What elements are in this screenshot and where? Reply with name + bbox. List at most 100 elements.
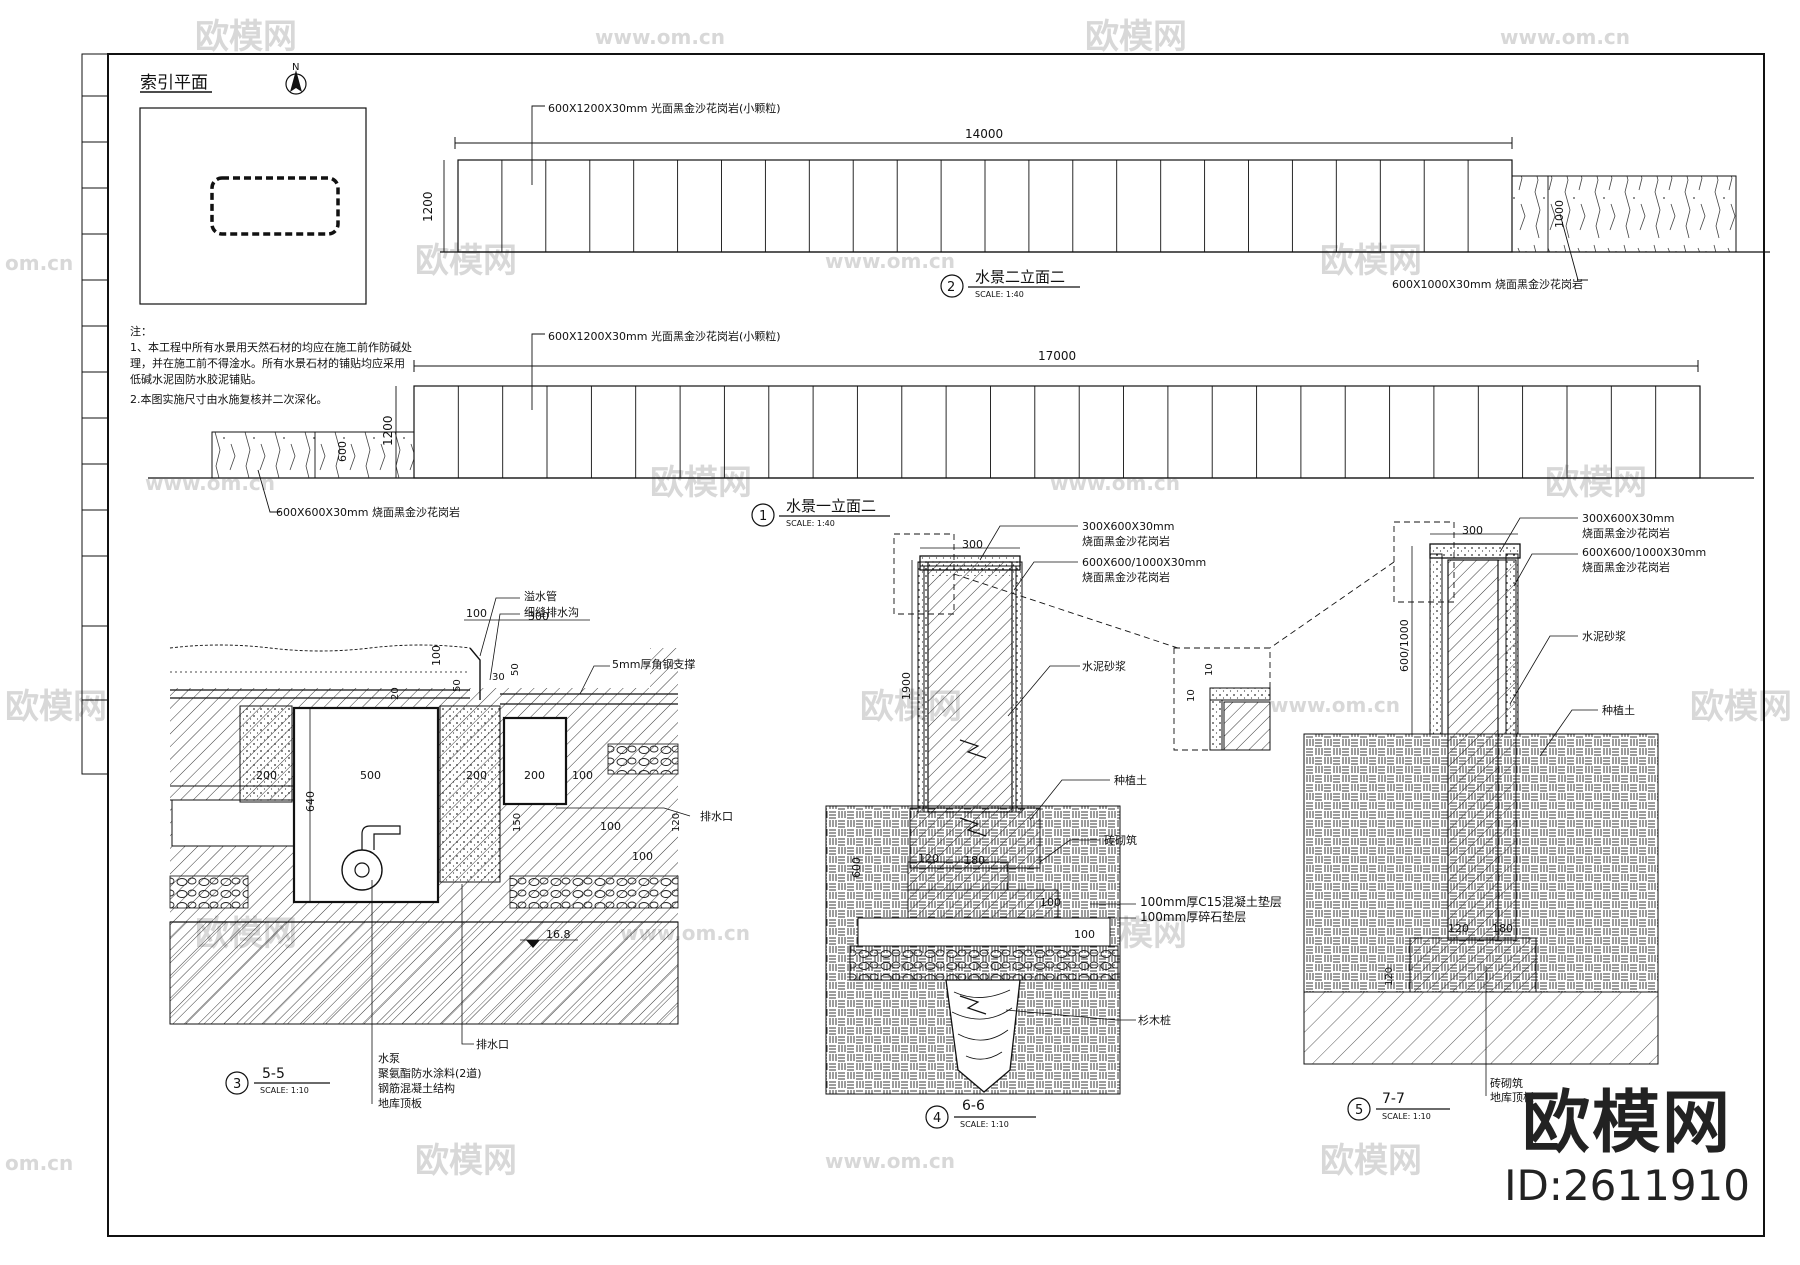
sec77-dim: 120 — [1384, 967, 1395, 986]
sec66-label: 种植土 — [1114, 773, 1147, 787]
north-label: N — [292, 62, 299, 73]
index-plan-title: 索引平面 — [140, 73, 208, 93]
elev1-wall — [413, 385, 1701, 479]
title-strip-cells — [82, 95, 108, 701]
sec66-dim: 100 — [1040, 896, 1061, 909]
sec77-dim: 600/1000 — [1398, 619, 1411, 672]
sec66-label: 100mm厚碎石垫层 — [1140, 909, 1246, 924]
sec55-dim: 300 — [528, 610, 549, 623]
watermark-url: www.om.cn — [1270, 693, 1400, 717]
brand-name: 欧模网 — [1522, 1084, 1733, 1163]
sec77-label: 种植土 — [1602, 703, 1635, 717]
watermark-logo: 欧模网 — [1545, 463, 1647, 503]
watermark-logo: 欧模网 — [415, 241, 517, 281]
elev2-number: 2 — [947, 280, 955, 295]
watermark-logo: 欧模网 — [5, 687, 107, 727]
sec55-label: 钢筋混凝土结构 — [378, 1081, 455, 1095]
elev2-height: 1200 — [421, 191, 435, 222]
brand-mark: 欧模网 ID:2611910 — [1504, 1086, 1750, 1210]
watermark-logo: 欧模网 — [415, 1141, 517, 1181]
sec55-label: 地库顶板 — [378, 1096, 422, 1110]
index-plan-fountain-outline — [210, 176, 340, 236]
sec66-label: 砖砌筑 — [1104, 833, 1137, 847]
sec55-label: 5mm厚角钢支撑 — [612, 657, 695, 671]
elev2-side-callout: 600X1000X30mm 烧面黑金沙花岗岩 — [1392, 277, 1583, 291]
note-line: 低碱水泥固防水胶泥铺贴。 — [130, 372, 262, 386]
notes-head: 注： — [130, 324, 152, 338]
sec66-label: 烧面黑金沙花岗岩 — [1082, 534, 1170, 548]
sec66-dim: 600 — [850, 857, 863, 878]
elev2-side-height: 1000 — [1553, 200, 1566, 228]
sec66-label: 300X600X30mm — [1082, 520, 1175, 533]
sec55-dim: 200 — [256, 769, 277, 782]
sec55-label: 细缝排水沟 — [524, 605, 579, 619]
sec77-label: 烧面黑金沙花岗岩 — [1582, 560, 1670, 574]
sec77-label: 烧面黑金沙花岗岩 — [1582, 526, 1670, 540]
section-7-7: 300 600/1000 120 180 120 300X600X30mm 烧面… — [1269, 512, 1706, 1121]
watermark-url: om.cn — [5, 1151, 73, 1175]
sec77-core — [1447, 559, 1499, 941]
notes-block: 注： 1、本工程中所有水景用天然石材的均应在施工前作防碱处 理，并在施工前不得淦… — [130, 324, 412, 406]
sec77-dim: 300 — [1462, 524, 1483, 537]
sec55-dim: 100 — [600, 820, 621, 833]
elev2-callout: 600X1200X30mm 光面黑金沙花岗岩(小颗粒) — [548, 101, 781, 115]
watermark-url: www.om.cn — [595, 25, 725, 49]
sec55-dim: 120 — [671, 813, 682, 832]
level-marker-icon — [526, 940, 540, 948]
sec66-scale: SCALE: 1:10 — [960, 1120, 1009, 1129]
elev1-side-wall — [211, 431, 415, 479]
sec66-dim: 10 — [1186, 689, 1197, 702]
elev1-side-callout: 600X600X30mm 烧面黑金沙花岗岩 — [276, 505, 460, 519]
sec55-dim: 100 — [572, 769, 593, 782]
sec66-dim: 10 — [1204, 663, 1215, 676]
sec55-elevation: 16.8 — [546, 928, 571, 941]
elevation-2: 14000 1200 1000 600X1200X30mm 光面黑金沙花岗岩(小… — [421, 101, 1770, 299]
sec66-number: 4 — [933, 1111, 941, 1126]
sec77-label: 水泥砂浆 — [1582, 629, 1626, 643]
watermark-logo: 欧模网 — [1690, 687, 1792, 727]
elev1-height: 1200 — [381, 415, 395, 446]
watermark-url: www.om.cn — [1500, 25, 1630, 49]
watermark-url: om.cn — [5, 251, 73, 275]
sec55-dim: 30 — [492, 672, 505, 683]
sec66-label: 100mm厚C15混凝土垫层 — [1140, 894, 1282, 909]
sec55-number: 3 — [233, 1077, 241, 1092]
elev2-title: 水景二立面二 — [975, 268, 1065, 286]
note-line: 理，并在施工前不得淦水。所有水景石材的铺贴均应采用 — [130, 356, 405, 370]
sec66-dim: 100 — [1074, 928, 1095, 941]
watermark-logo: 欧模网 — [1085, 17, 1187, 57]
brand-id: ID:2611910 — [1504, 1161, 1750, 1210]
elev1-title: 水景一立面二 — [786, 497, 876, 515]
sec66-pile — [945, 979, 1021, 1093]
sec55-scale: SCALE: 1:10 — [260, 1086, 309, 1095]
sec55-label: 水泵 — [378, 1052, 400, 1065]
index-plan-frame — [139, 107, 367, 305]
sec55-label: 聚氨酯防水涂料(2道) — [378, 1066, 482, 1080]
sec55-title: 5-5 — [262, 1066, 285, 1082]
sec55-dim: 100 — [466, 607, 487, 620]
sec66-label: 水泥砂浆 — [1082, 659, 1126, 673]
note-line: 2.本图实施尺寸由水施复核并二次深化。 — [130, 392, 328, 406]
note-line: 1、本工程中所有水景用天然石材的均应在施工前作防碱处 — [130, 340, 412, 354]
sec55-dim: 200 — [466, 769, 487, 782]
watermark-logo: 欧模网 — [1320, 241, 1422, 281]
sec55-pump-pit — [292, 706, 440, 904]
sec77-dim: 120 — [1448, 922, 1469, 935]
watermark-url: www.om.cn — [825, 249, 955, 273]
sec55-dim: 50 — [510, 663, 521, 676]
watermark-logo: 欧模网 — [650, 463, 752, 503]
elevation-1: 17000 1200 600 600X1200X30mm 光面黑金沙花岗岩(小颗… — [148, 329, 1754, 528]
elev2-side-wall — [1511, 175, 1737, 253]
sec77-label: 地库顶板 — [1490, 1090, 1534, 1104]
sec66-label: 600X600/1000X30mm — [1082, 556, 1206, 569]
watermark-url: www.om.cn — [825, 1149, 955, 1173]
sec77-title: 7-7 — [1382, 1091, 1405, 1107]
sec66-label: 杉木桩 — [1138, 1013, 1171, 1027]
sec55-label: 排水口 — [700, 809, 733, 823]
elev1-side-height: 600 — [336, 441, 349, 462]
sec55-dim: 200 — [524, 769, 545, 782]
index-plan: 索引平面 N — [139, 62, 367, 305]
section-5-5: 200 500 200 200 100 640 100 300 100 50 3… — [169, 589, 733, 1110]
elev2-length: 14000 — [965, 127, 1003, 141]
